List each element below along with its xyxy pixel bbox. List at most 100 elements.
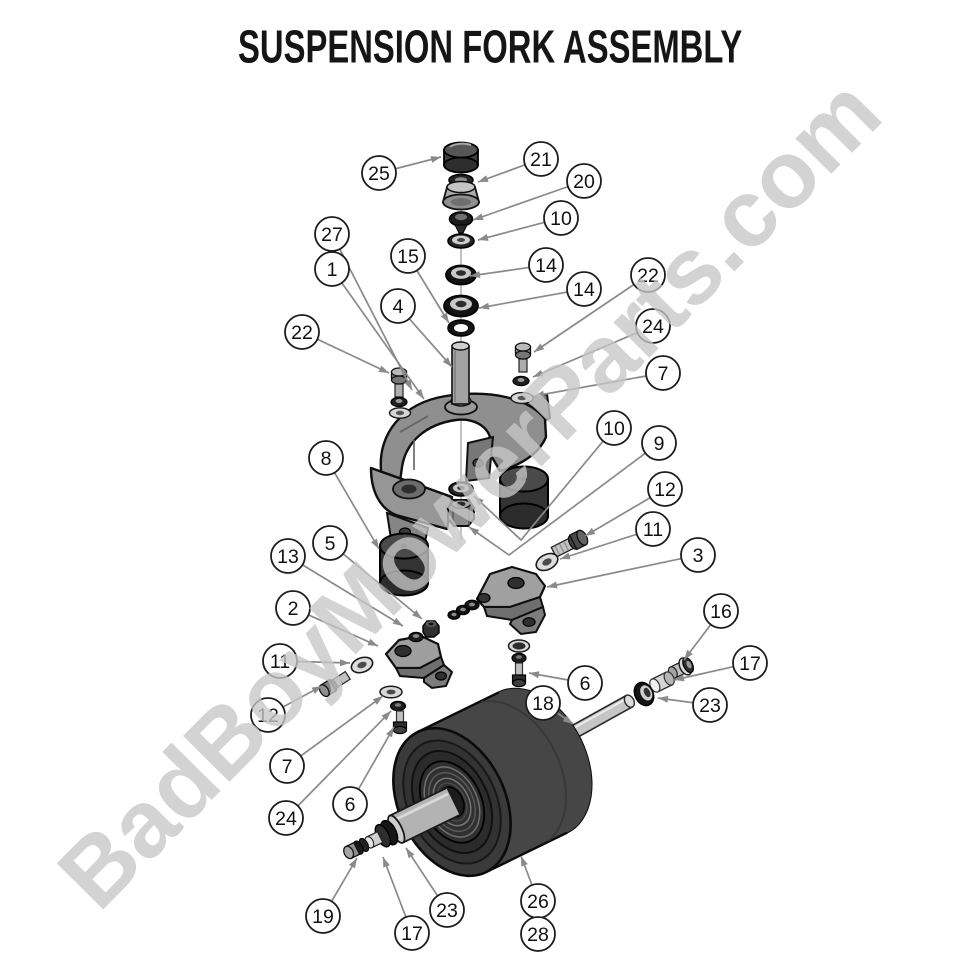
part-link-bracket-lower xyxy=(384,634,454,690)
callout-balloon-18: 18 xyxy=(525,685,561,721)
callout-leader-17 xyxy=(673,665,734,681)
balloon-number: 10 xyxy=(603,418,625,440)
leader-arrowhead xyxy=(370,538,379,549)
callout-leader-24 xyxy=(532,331,638,378)
part-seal-ring xyxy=(448,211,474,234)
callout-balloon-9: 9 xyxy=(641,425,677,461)
callout-balloon-20: 20 xyxy=(566,163,602,199)
balloon-number: 26 xyxy=(527,891,549,913)
balloon-number: 17 xyxy=(739,653,761,675)
part-washer-mid xyxy=(448,481,474,497)
leader-arrowhead xyxy=(440,312,449,323)
balloon-number: 6 xyxy=(345,794,356,816)
part-washer-link-lower xyxy=(350,656,374,674)
leader-arrowhead xyxy=(367,638,378,646)
leader-arrowhead xyxy=(470,271,481,279)
part-link-bracket-upper xyxy=(475,565,547,636)
callout-leader-22 xyxy=(317,338,390,374)
callout-balloon-12: 12 xyxy=(250,697,286,733)
callout-leader-10 xyxy=(477,221,545,241)
callout-balloon-4: 4 xyxy=(380,288,416,324)
part-locknut-small xyxy=(422,620,440,638)
leader-arrowhead xyxy=(372,696,383,705)
callout-balloon-10: 10 xyxy=(543,200,579,236)
part-bushing xyxy=(441,173,481,211)
balloon-number: 11 xyxy=(643,519,663,541)
callout-balloon-14: 14 xyxy=(528,247,564,283)
leader-arrowhead xyxy=(529,671,540,679)
balloon-number: 13 xyxy=(277,546,299,568)
leader-arrowhead xyxy=(415,388,424,399)
balloon-number: 20 xyxy=(573,171,595,193)
leader-arrowhead xyxy=(385,727,394,738)
balloon-number: 23 xyxy=(436,900,458,922)
leader-arrowhead xyxy=(469,527,480,536)
callout-balloon-6: 6 xyxy=(567,665,603,701)
leader-arrowhead xyxy=(560,552,571,560)
callout-balloon-7: 7 xyxy=(645,355,681,391)
leader-arrowhead xyxy=(585,527,596,536)
callout-leader-7 xyxy=(533,375,647,397)
leader-arrowhead xyxy=(562,715,573,724)
callout-leader-9 xyxy=(468,452,646,557)
leader-arrowhead xyxy=(521,856,528,867)
balloon-number: 12 xyxy=(654,479,676,501)
part-bearing-right xyxy=(633,681,655,707)
balloon-number: 7 xyxy=(282,756,293,778)
callout-balloon-2: 2 xyxy=(275,590,311,626)
callout-leader-27 xyxy=(339,248,413,391)
leader-arrowhead xyxy=(479,302,490,310)
callout-leader-14 xyxy=(478,291,568,309)
leader-arrowhead xyxy=(474,496,484,506)
callout-leader-17 xyxy=(382,856,407,918)
leader-arrowhead xyxy=(684,649,693,660)
callout-balloon-11: 11 xyxy=(635,511,671,547)
callout-balloon-13: 13 xyxy=(270,538,306,574)
balloon-number: 25 xyxy=(368,163,390,185)
leader-arrowhead xyxy=(392,617,403,626)
balloon-number: 2 xyxy=(288,598,299,620)
balloon-number: 12 xyxy=(257,705,279,727)
balloon-number: 6 xyxy=(580,673,591,695)
callout-balloon-24: 24 xyxy=(635,308,671,344)
balloon-number: 28 xyxy=(527,924,549,946)
callout-balloon-5: 5 xyxy=(312,525,348,561)
callout-balloon-6: 6 xyxy=(332,786,368,822)
callout-leader-5 xyxy=(342,553,423,620)
callout-balloon-21: 21 xyxy=(523,141,559,177)
balloon-number: 15 xyxy=(397,246,419,268)
leader-arrowhead xyxy=(547,581,558,589)
part-washer-small-dark xyxy=(408,631,424,643)
parts-layer xyxy=(318,141,695,878)
balloon-number: 10 xyxy=(550,208,572,230)
callout-leader-6 xyxy=(357,726,395,790)
balloon-number: 3 xyxy=(693,545,704,567)
callout-balloon-14: 14 xyxy=(566,271,602,307)
callout-balloon-17: 17 xyxy=(732,645,768,681)
balloon-number: 24 xyxy=(275,808,297,830)
callout-balloon-7: 7 xyxy=(269,748,305,784)
callout-leader-1 xyxy=(341,282,425,400)
part-bolt-left xyxy=(388,367,412,419)
callout-leader-15 xyxy=(416,270,450,324)
callout-leader-13 xyxy=(302,564,404,627)
callout-balloon-25: 25 xyxy=(361,155,397,191)
part-axle-bolt-assembly xyxy=(343,786,462,860)
leader-arrowhead xyxy=(442,357,452,367)
callout-balloon-3: 3 xyxy=(680,537,716,573)
part-flanged-bushing xyxy=(667,656,695,679)
callout-leader-3 xyxy=(546,557,682,588)
balloon-number: 24 xyxy=(642,316,664,338)
balloon-number: 9 xyxy=(654,433,665,455)
balloon-number: 21 xyxy=(530,149,552,171)
leader-arrowhead xyxy=(383,857,390,868)
part-wheel xyxy=(392,687,593,878)
part-shoulder-bolt xyxy=(550,529,589,559)
leader-arrowhead xyxy=(339,659,350,667)
balloon-number: 16 xyxy=(710,601,732,623)
leader-arrowhead xyxy=(534,390,545,398)
leader-arrowhead xyxy=(674,674,685,682)
balloon-number: 19 xyxy=(312,906,334,928)
